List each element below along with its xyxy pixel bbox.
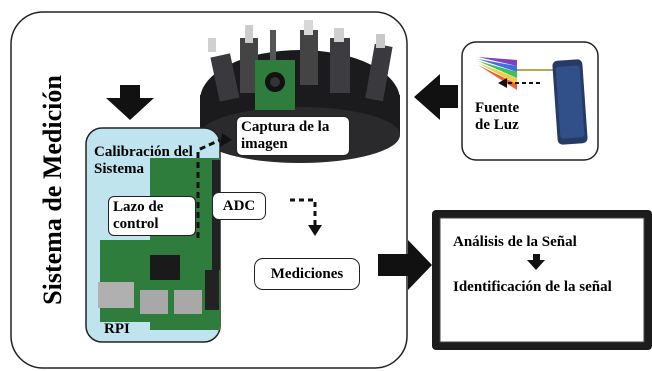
light-source-label: Fuente de Luz bbox=[475, 100, 520, 133]
display-screen bbox=[432, 210, 652, 350]
arrow-from-light bbox=[414, 74, 458, 120]
measurements-label: Mediciones bbox=[254, 258, 360, 290]
smartphone-device bbox=[552, 59, 588, 145]
adc-label: ADC bbox=[212, 192, 266, 220]
system-title: Sistema de Medición bbox=[38, 75, 67, 305]
capture-image-label: Captura de la imagen bbox=[236, 116, 350, 156]
raspberry-pi-board bbox=[98, 158, 220, 330]
signal-analysis-text: Análisis de la Señal bbox=[453, 234, 577, 250]
spectrum-icon bbox=[478, 57, 517, 90]
control-loop-label: Lazo de control bbox=[108, 196, 196, 236]
arrow-to-display bbox=[378, 240, 432, 290]
dashed-control-loop bbox=[196, 138, 221, 238]
signal-identification-text: Identificación de la señal bbox=[453, 279, 612, 295]
rpi-label: RPI bbox=[104, 321, 130, 337]
input-arrow-down bbox=[106, 85, 154, 120]
calibration-label: Calibración del Sistema bbox=[94, 144, 193, 177]
arrow-analysis-down bbox=[527, 254, 545, 270]
